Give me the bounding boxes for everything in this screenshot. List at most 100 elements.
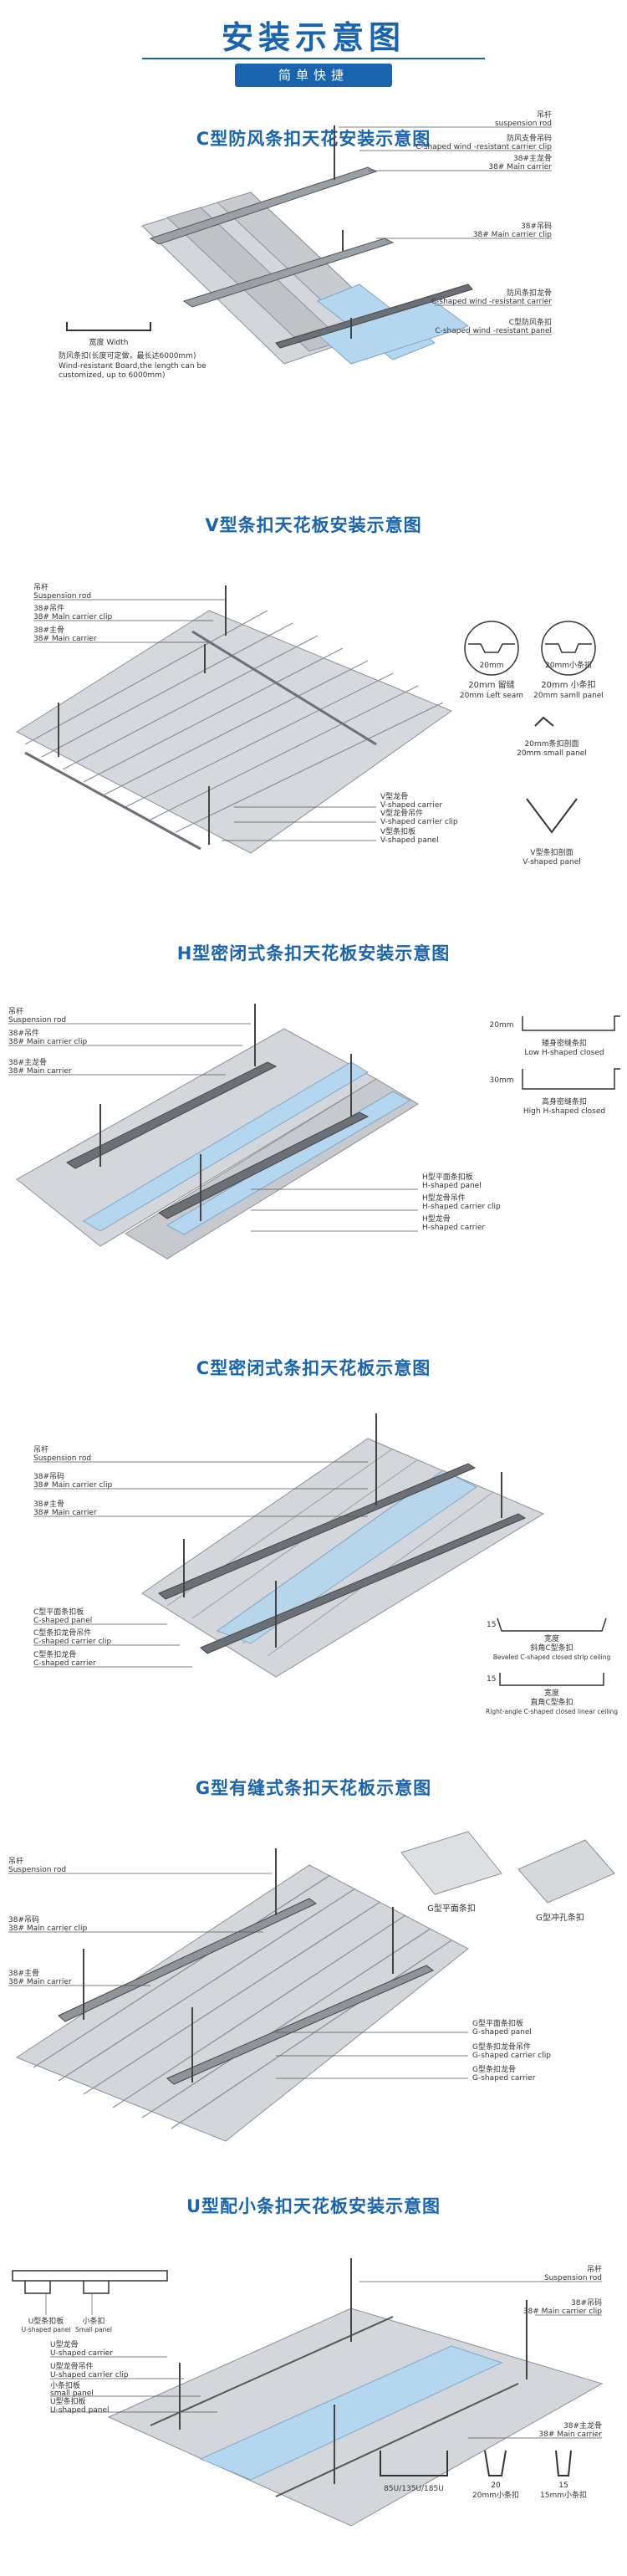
label-seam-b-en: 20mm samll panel <box>533 692 604 700</box>
label-gclip-en: G-shaped carrier clip <box>472 2052 551 2060</box>
label-panel-cn: C型防风条扣 <box>509 317 552 327</box>
label-mclip-en: 38# Main carrier clip <box>8 1038 87 1046</box>
label-small-cn: 20mm条扣剖面 <box>525 739 579 749</box>
label-main-en: 38# Main carrier <box>33 635 97 643</box>
label-rod-cn: 吊杆 <box>537 110 552 120</box>
label-ccar-cn: C型条扣龙骨 <box>33 1649 76 1659</box>
label-rod-cn: 吊杆 <box>587 2264 602 2274</box>
section-title: C型密闭式条扣天花板示意图 <box>196 1358 431 1378</box>
g-rods <box>83 1848 394 2083</box>
label-main-en: 38# Main carrier <box>8 1067 72 1076</box>
section-title: H型密闭式条扣天花板安装示意图 <box>176 943 451 963</box>
label-rod-en: Suspension rod <box>8 1016 66 1025</box>
label-mclip-cn: 38#吊码 <box>8 1915 39 1924</box>
small-panel-detail-icon: 20mm小条扣 <box>541 621 596 676</box>
u-profile-icon <box>380 2451 448 2476</box>
label-g-perf: G型冲孔条扣 <box>536 1912 584 1923</box>
label-rt-en: Right-angle C-shaped closed linear ceili… <box>486 1708 618 1715</box>
section-title: V型条扣天花板安装示意图 <box>205 515 422 535</box>
dim-beveled: 15 <box>487 1621 496 1629</box>
leaders <box>33 1461 368 1668</box>
label-rod-cn: 吊杆 <box>33 582 48 592</box>
label-mclip-en: 38# Main carrier clip <box>473 231 552 239</box>
label-vcar-en: V-shaped carrier <box>380 801 442 810</box>
label-hpanel-cn: H型平面条扣板 <box>422 1172 473 1182</box>
label-main-en: 38# Main carrier <box>33 1509 97 1517</box>
g-perforated-panel-icon <box>517 1839 615 1904</box>
small-15-profile-icon <box>555 2450 572 2476</box>
label-seam-a: 20mm 留缝 <box>468 679 514 690</box>
u-carrier-profile-icon <box>12 2270 168 2315</box>
label-bev-en: Beveled C-shaped closed strip ceiling <box>493 1653 611 1661</box>
label-vclip-en: V-shaped carrier clip <box>380 818 458 826</box>
dim-low: 20mm <box>490 1021 514 1030</box>
label-ccar-en: C-shaped carrier <box>33 1659 96 1668</box>
section-title: U型配小条扣天花板安装示意图 <box>186 2196 441 2216</box>
label-upanel-en: U-shaped panel <box>50 2406 110 2415</box>
diagram-c-wind: 吊杆 suspension rod 防风支骨吊码 C-shaped wind -… <box>59 110 552 380</box>
label-upanel-cn: U型条扣板 <box>50 2396 86 2406</box>
label-gcar-cn: G型条扣龙骨 <box>472 2064 516 2074</box>
high-h-profile-icon: 30mm <box>490 1068 620 1090</box>
h-rods <box>99 1004 352 1221</box>
label-rod-en: Suspension rod <box>544 2274 602 2282</box>
label-main-en: 38# Main carrier <box>488 163 552 171</box>
section-title: G型有缝式条扣天花板示意图 <box>195 1778 432 1798</box>
leaders <box>8 1023 418 1232</box>
label-note-en2: customized, up to 6000mm) <box>59 371 165 380</box>
label-main-en: 38# Main carrier <box>8 1978 72 1986</box>
label-mclip-cn: 38#吊码 <box>33 1472 64 1481</box>
label-up-top-en: U-shaped panel <box>22 2326 71 2333</box>
label-hcar-en: H-shaped carrier <box>422 1224 485 1232</box>
label-mclip-en: 38# Main carrier clip <box>523 2308 602 2316</box>
diagram-g: 吊杆 Suspension rod 38#吊码 38# Main carrier… <box>8 1831 615 2142</box>
label-mclip-en: 38# Main carrier clip <box>8 1924 87 1933</box>
small-20-profile-icon <box>484 2450 507 2476</box>
dim-a: 20mm <box>480 662 504 670</box>
leaders <box>339 126 552 335</box>
label-width: 宽度 Width <box>89 337 128 347</box>
label-main-cn: 38#主龙骨 <box>513 153 552 163</box>
label-rod-cn: 吊杆 <box>33 1444 48 1454</box>
label-ucar-cn: U型龙骨 <box>50 2339 79 2349</box>
label-vpanel-en: V-shaped panel <box>380 836 439 845</box>
section-title: C型防风条扣天花安装示意图 <box>196 129 431 149</box>
c-profile-icon <box>66 322 151 331</box>
leaders <box>8 1873 468 2079</box>
dim-high: 30mm <box>490 1076 514 1085</box>
label-main-cn: 38#主骨 <box>8 1968 39 1978</box>
u-panels <box>107 2308 604 2527</box>
label-rt-width: 宽度 <box>544 1688 559 1698</box>
label-main-cn: 38#主龙骨 <box>8 1057 47 1067</box>
c-rods <box>183 1413 502 1648</box>
label-vcar-cn: V型龙骨 <box>380 791 408 801</box>
c-carriers <box>158 1463 527 1654</box>
section-h: H型密闭式条扣天花板安装示意图 <box>0 940 627 965</box>
v-rods <box>58 585 227 845</box>
label-vsec-en: V-shaped panel <box>522 858 581 866</box>
label-hpanel-en: H-shaped panel <box>422 1182 482 1190</box>
v-panels <box>15 610 453 854</box>
label-hclip-cn: H型龙骨吊件 <box>422 1193 466 1203</box>
label-low-cn: 矮身密缝条扣 <box>542 1038 587 1048</box>
rod-group <box>334 125 352 339</box>
dim-20-cn: 20mm小条扣 <box>472 2490 519 2500</box>
label-high-en: High H-shaped closed <box>523 1107 605 1116</box>
label-note-cn: 防风条扣(长度可定做，最长达6000mm) <box>59 350 196 360</box>
diagram-v: 吊杆 Suspension rod 38#吊件 38# Main carrier… <box>15 582 604 866</box>
subtitle-badge: 简单快捷 <box>235 64 392 87</box>
g-panels <box>15 1864 469 2142</box>
label-vclip-cn: V型龙骨吊件 <box>380 808 423 818</box>
label-clip-en: C-shaped wind -resistant carrier clip <box>415 143 552 151</box>
label-high-cn: 高身密缝条扣 <box>542 1096 587 1107</box>
diagram-u: U型条扣板 U-shaped panel 小条扣 Small panel 吊杆 … <box>12 2258 604 2527</box>
h-panels <box>16 1028 419 1260</box>
seam-detail-icon: 20mm <box>464 621 519 676</box>
leaders <box>50 2281 602 2439</box>
label-rod-en: Suspension rod <box>33 1454 91 1463</box>
dim-u: 85U/135U/185U <box>384 2485 444 2493</box>
label-note-en1: Wind-resistant Board,the length can be <box>59 362 206 371</box>
label-mclip-cn: 38#吊件 <box>8 1028 39 1038</box>
label-carrier-en: C-shaped wind -resistant carrier <box>431 298 552 306</box>
label-g-flat: G型平面条扣 <box>427 1903 476 1914</box>
